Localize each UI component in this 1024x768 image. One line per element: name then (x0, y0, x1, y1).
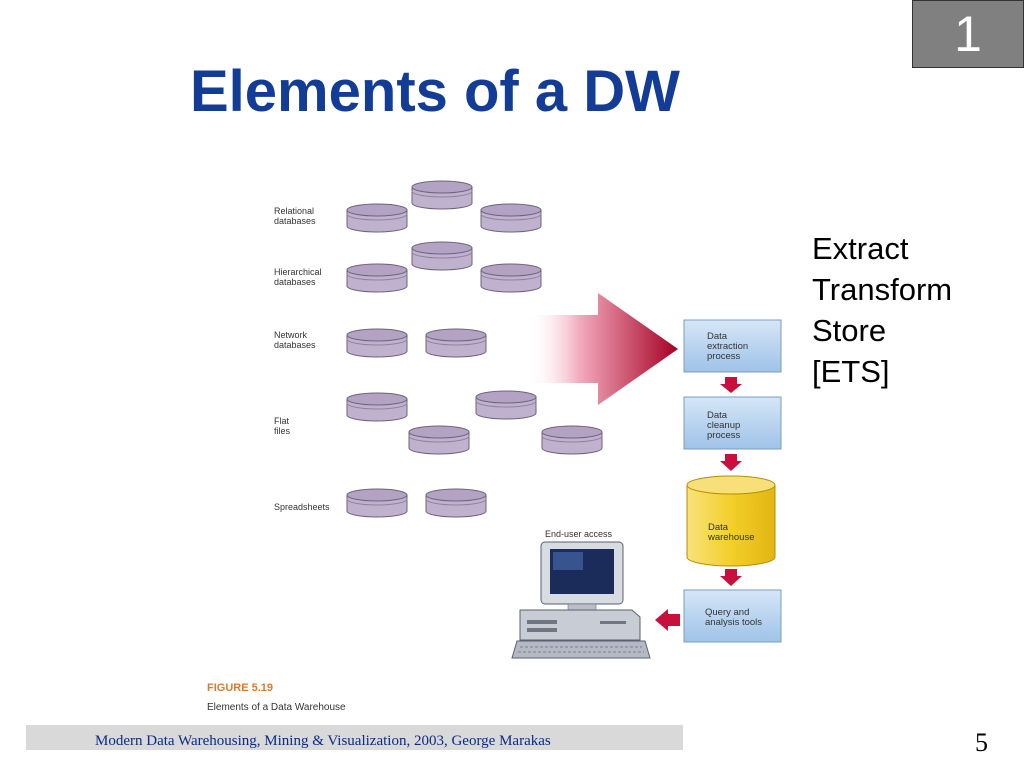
database-disk-icon (475, 390, 537, 420)
page-number: 5 (975, 728, 988, 757)
database-disk-icon (346, 203, 408, 233)
down-arrow-1 (720, 377, 742, 393)
database-disk-icon (346, 392, 408, 422)
down-arrow-2 (720, 454, 742, 471)
ets-extract: Extract (812, 231, 909, 266)
ets-store: Store (812, 313, 887, 348)
big-flow-arrow (527, 293, 678, 405)
database-disk-icon (346, 488, 408, 518)
figure-number: FIGURE 5.19 (207, 682, 273, 694)
slide-corner-number: 1 (912, 0, 1024, 68)
ets-acronym: [ETS] (812, 354, 890, 389)
left-arrow-to-user (655, 609, 680, 631)
footer-bar (26, 725, 683, 750)
footer-text: Modern Data Warehousing, Mining & Visual… (95, 733, 551, 749)
database-disk-icon (408, 425, 470, 455)
slide-title: Elements of a DW (190, 59, 680, 124)
source-label-spreadsheets: Spreadsheets (274, 502, 330, 512)
database-disk-icon (346, 263, 408, 293)
database-disk-icon (411, 180, 473, 210)
database-disk-icon (541, 425, 603, 455)
database-disk-icon (425, 328, 487, 358)
down-arrow-3 (720, 569, 742, 586)
figure-caption: Elements of a Data Warehouse (207, 702, 346, 713)
database-disk-icon (346, 328, 408, 358)
ets-transform: Transform (812, 272, 953, 307)
source-disks (346, 180, 603, 518)
computer-icon (511, 541, 651, 659)
database-disk-icon (480, 263, 542, 293)
ets-list: Extract Transform Store [ETS] (812, 228, 952, 392)
database-disk-icon (411, 241, 473, 271)
database-disk-icon (480, 203, 542, 233)
end-user-access-label: End-user access (545, 529, 613, 539)
database-disk-icon (425, 488, 487, 518)
